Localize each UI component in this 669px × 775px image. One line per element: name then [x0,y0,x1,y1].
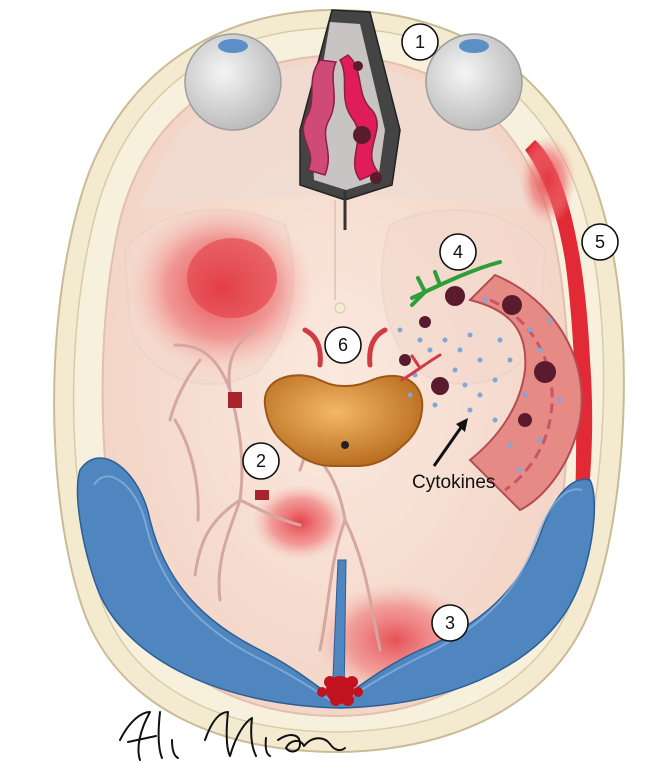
cytokines-label: Cytokines [412,472,495,493]
callout-5-label: 5 [595,232,605,252]
artist-signature [119,711,346,761]
microglia-process [410,260,502,307]
sinus-thrombus [317,676,363,706]
callout-6-label: 6 [338,335,348,355]
inflamed-vessel [399,273,583,512]
left-eye [184,33,282,131]
cytokine-particles [397,297,563,473]
callout-3: 3 [431,604,469,642]
callout-2: 2 [242,442,280,480]
callout-1-label: 1 [415,32,425,52]
brainstem [263,327,424,467]
callout-5: 5 [581,223,619,261]
frontal-temporal-infarct [130,204,314,372]
right-eye [425,33,523,131]
vessel-clots [228,392,269,500]
callout-1: 1 [401,23,439,61]
small-vessels-right [400,353,442,382]
occipital-infarct [252,484,348,560]
callout-3-label: 3 [445,613,455,633]
callout-2-label: 2 [256,451,266,471]
callout-4-label: 4 [453,242,463,262]
callout-4: 4 [439,233,477,271]
callout-6: 6 [324,326,362,364]
epidural-collection [520,135,593,500]
paranasal-sinus [299,9,401,230]
cytokines-arrow [432,418,468,467]
